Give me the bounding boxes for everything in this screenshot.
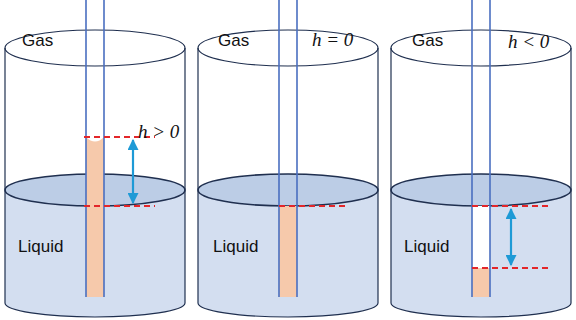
phase-label: Liquid xyxy=(18,238,63,255)
liquid-column xyxy=(279,206,297,297)
beaker-wall xyxy=(390,48,391,303)
liquid xyxy=(391,190,571,317)
tube-gap xyxy=(472,206,490,268)
liquid xyxy=(198,190,378,317)
liquid-column xyxy=(472,268,490,297)
beaker-wall xyxy=(4,48,5,303)
capillary-wall xyxy=(103,0,105,297)
capillary-wall xyxy=(85,0,87,297)
beaker-bottom xyxy=(391,303,571,317)
beaker-bottom xyxy=(198,303,378,317)
phase-label: Liquid xyxy=(213,238,258,255)
phase-label: Liquid xyxy=(404,238,449,255)
phase-label: Gas xyxy=(218,32,249,49)
height-label: h = 0 xyxy=(312,30,353,49)
capillary-wall xyxy=(278,0,280,297)
level-line xyxy=(84,205,155,207)
height-label: h < 0 xyxy=(508,32,549,51)
beaker-rim xyxy=(198,30,378,66)
beaker-bottom xyxy=(5,303,185,317)
height-label: h > 0 xyxy=(138,122,179,141)
capillary-wall xyxy=(296,0,298,297)
liquid-surface xyxy=(391,174,571,206)
level-line xyxy=(472,205,551,207)
height-arrow xyxy=(510,209,512,265)
capillary-wall xyxy=(471,0,473,297)
level-line xyxy=(472,267,551,269)
phase-label: Gas xyxy=(412,32,443,49)
beaker-wall xyxy=(570,48,571,303)
beaker-wall xyxy=(377,48,378,303)
height-arrow xyxy=(132,140,134,203)
beaker-rim xyxy=(391,30,571,66)
liquid-surface xyxy=(198,174,378,206)
capillary-wall xyxy=(489,0,491,297)
beaker-wall xyxy=(197,48,198,303)
liquid-column xyxy=(86,137,104,297)
phase-label: Gas xyxy=(22,32,53,49)
beaker-wall xyxy=(184,48,185,303)
beaker-rim xyxy=(5,30,185,66)
level-line xyxy=(279,205,348,207)
